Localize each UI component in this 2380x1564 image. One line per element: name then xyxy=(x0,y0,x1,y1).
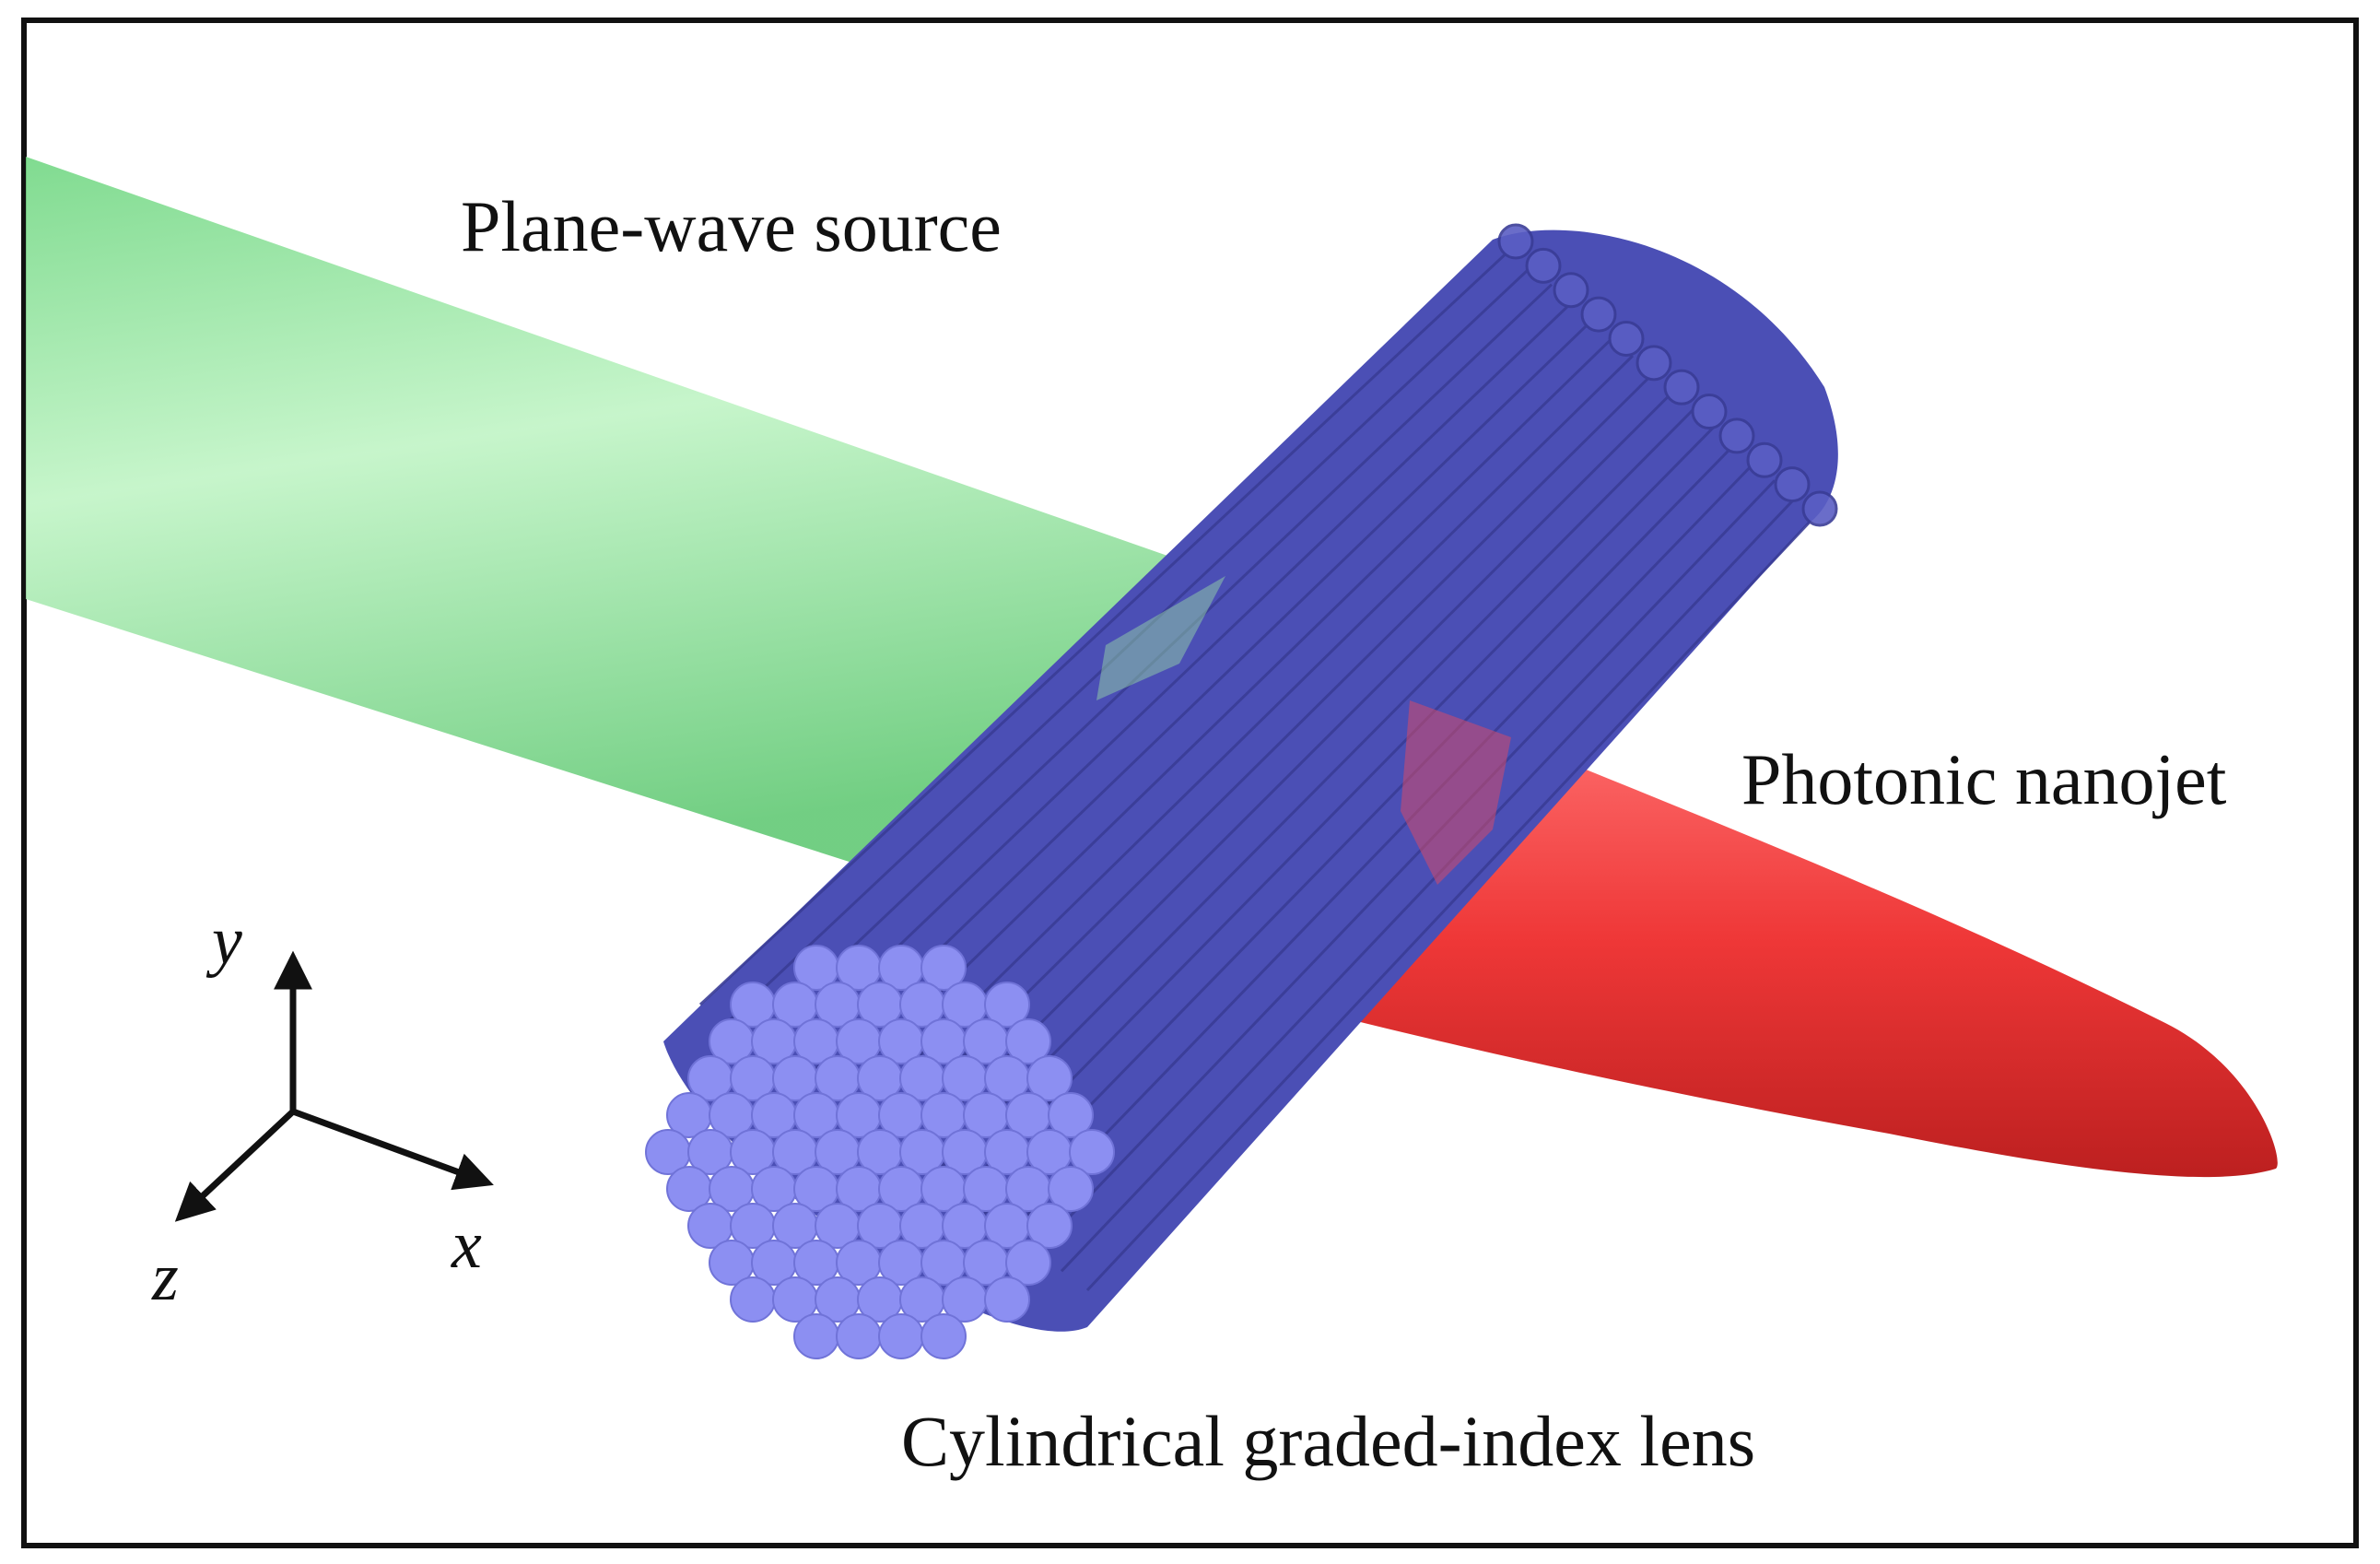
axis-label-y: y xyxy=(205,903,242,979)
lens-rod-tip xyxy=(1525,247,1562,284)
lens-rod-line xyxy=(931,407,1695,1178)
lens-rod-line xyxy=(1034,479,1776,1253)
lens-rod-line xyxy=(1008,461,1756,1235)
label-plane-wave-source: Plane-wave source xyxy=(461,186,1002,266)
lens-rod-face xyxy=(1048,1092,1094,1138)
label-cylindrical-lens: Cylindrical graded-index lens xyxy=(901,1401,1755,1481)
lens-rod-face xyxy=(1005,1240,1051,1286)
lens-rod-line xyxy=(853,354,1635,1121)
axis-label-x: x xyxy=(451,1207,482,1283)
lens-rod-face xyxy=(836,1313,882,1359)
lens-rod-face xyxy=(1026,1055,1073,1101)
lens-rod-line xyxy=(956,426,1716,1196)
lens-rod-tip xyxy=(1580,296,1617,333)
lens-rod-line xyxy=(750,283,1553,1044)
lens-end-face xyxy=(645,945,1115,1359)
lens-rod-tip xyxy=(1746,441,1783,478)
lens-rod-tip xyxy=(1801,490,1838,527)
axis-label-z: z xyxy=(151,1240,179,1315)
lens-rod-face xyxy=(984,982,1030,1028)
lens-rod-line xyxy=(776,300,1574,1064)
lens-rod-tip xyxy=(1718,417,1755,454)
lens-rod-face xyxy=(920,945,967,991)
lens-rod-tip xyxy=(1691,394,1728,430)
lens-rod-tip xyxy=(1774,466,1811,503)
plane-wave-source-shape xyxy=(26,157,1225,885)
photonic-nanojet-shape xyxy=(1327,700,2278,1178)
lens-rod-tip xyxy=(1553,272,1589,309)
lens-rod-face xyxy=(878,1313,924,1359)
lens-rod-tip xyxy=(1663,369,1700,406)
lens-rod-face xyxy=(920,1313,967,1359)
lens-rod-tip xyxy=(1608,320,1645,357)
lens-rod-face xyxy=(1005,1018,1051,1064)
lens-rod-face xyxy=(984,1276,1030,1323)
lens-rod-line xyxy=(724,265,1533,1025)
lens-rod-line xyxy=(1085,514,1817,1292)
lens-rod-face xyxy=(1048,1166,1094,1212)
lens-rod-face xyxy=(1069,1129,1115,1175)
lens-rod-face xyxy=(730,1276,776,1323)
lens-rod-face xyxy=(793,1313,839,1359)
lens-rod-face xyxy=(1026,1203,1073,1249)
lens-rod-tip xyxy=(1636,345,1672,382)
lens-rod-line xyxy=(698,247,1513,1006)
axis-triad-icon xyxy=(174,950,494,1222)
lens-rod-tip xyxy=(1497,223,1534,260)
lens-rod-line xyxy=(1060,497,1797,1273)
label-photonic-nanojet: Photonic nanojet xyxy=(1741,739,2227,819)
lens-rod-line xyxy=(982,443,1736,1216)
